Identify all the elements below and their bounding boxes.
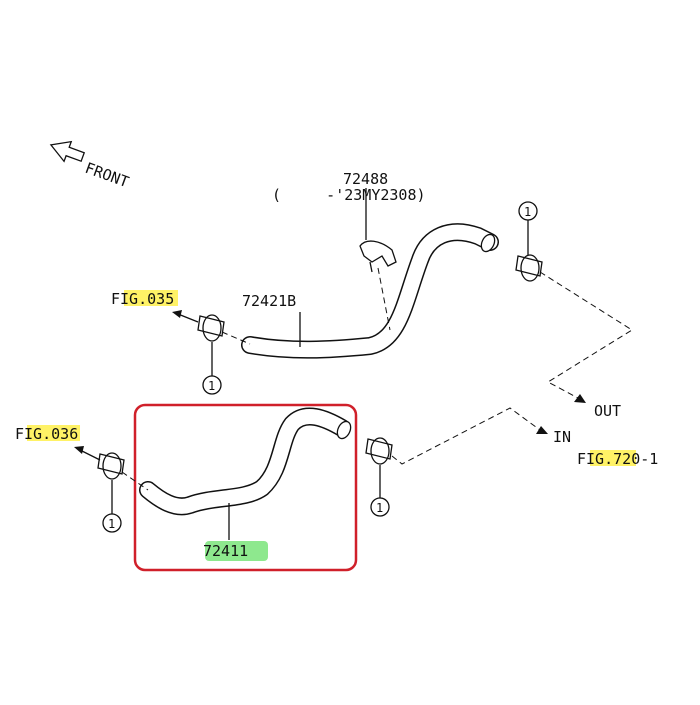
callout-1-lower-right	[370, 497, 390, 517]
clip-72488[interactable]	[359, 240, 397, 273]
fig-720-link[interactable]: FIG.720-1	[577, 450, 658, 468]
callout-1-upper-right	[518, 201, 538, 221]
clamp-upper-right[interactable]	[515, 254, 543, 282]
front-arrow-icon	[49, 140, 86, 163]
callout-1-upper-left	[202, 375, 222, 395]
callout-1-lower-left-label: 1	[108, 517, 115, 531]
arrow-in-icon	[536, 426, 548, 434]
callout-1-upper-left-label: 1	[208, 379, 215, 393]
upper-hose[interactable]	[241, 223, 499, 359]
dash-in-path	[391, 407, 541, 465]
selection-box	[133, 403, 358, 572]
front-label: FRONT	[83, 159, 132, 191]
arrow-out-icon	[574, 394, 586, 403]
highlight-fig-036	[27, 425, 80, 441]
in-label: IN	[553, 428, 571, 446]
lower-hose[interactable]	[139, 407, 353, 516]
highlight-fig-720	[590, 450, 636, 466]
out-label: OUT	[594, 402, 621, 420]
callout-1-upper-right-label: 1	[524, 205, 531, 219]
highlight-fig-035	[124, 290, 178, 306]
clamp-lower-left[interactable]	[97, 452, 125, 480]
dash-out-path	[539, 271, 633, 399]
arrow-fig-035-icon	[172, 310, 199, 323]
highlight-72411	[205, 541, 268, 561]
fig-035-link[interactable]: FIG.035	[111, 290, 174, 308]
dash-clip-72488	[377, 267, 391, 331]
callout-1-lower-left	[102, 513, 122, 533]
upper-hose-number: 72421B	[242, 292, 296, 310]
arrow-fig-036-icon	[74, 446, 101, 461]
upper-part-range: ( -'23MY2308)	[272, 186, 426, 204]
dash-upper-left	[221, 331, 251, 345]
clamp-upper-left[interactable]	[197, 314, 225, 342]
callout-1-lower-right-label: 1	[376, 501, 383, 515]
clamp-lower-right[interactable]	[365, 437, 393, 465]
lower-hose-number: 72411	[203, 542, 248, 560]
upper-part-number: 72488	[343, 170, 388, 188]
fig-036-link[interactable]: FIG.036	[15, 425, 78, 443]
dash-lower-left	[121, 471, 149, 491]
